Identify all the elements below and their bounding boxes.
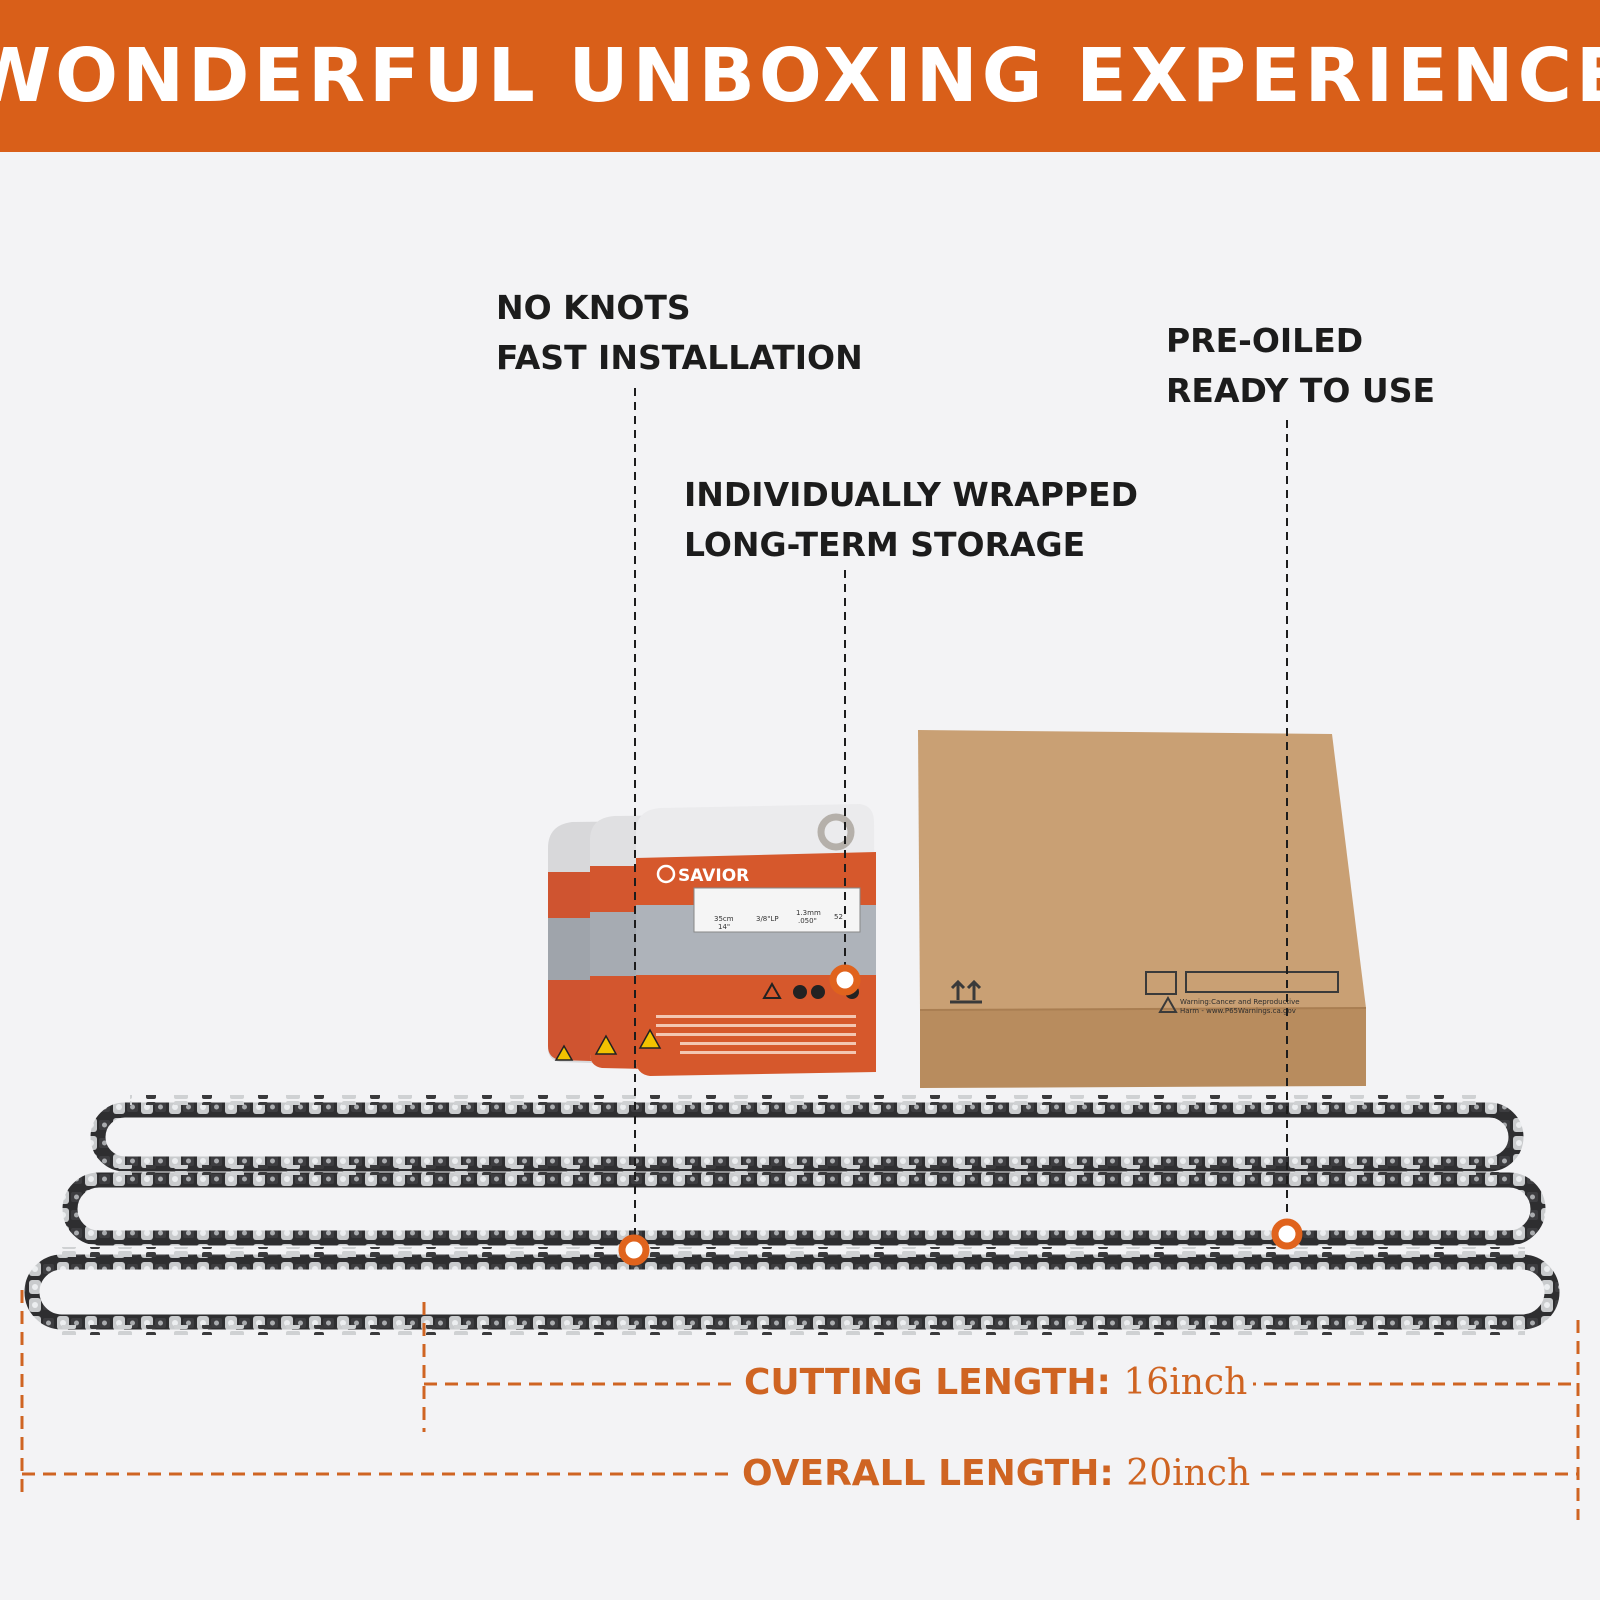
overall-length-caption: OVERALL LENGTH: xyxy=(742,1453,1114,1494)
overall-length-value: 20inch xyxy=(1126,1453,1251,1494)
box-label: Warning:Cancer and Reproductive Harm - w… xyxy=(1145,971,1339,1015)
callout-preoiled: PRE-OILED READY TO USE xyxy=(1166,316,1435,416)
callout-wrapped: INDIVIDUALLY WRAPPED LONG-TERM STORAGE xyxy=(684,470,1138,570)
callout-preoiled-line2: READY TO USE xyxy=(1166,371,1436,410)
marker-dot-icon xyxy=(618,1234,650,1266)
callout-installation-line2: FAST INSTALLATION xyxy=(496,338,863,377)
header-banner: WONDERFUL UNBOXING EXPERIENCE xyxy=(0,0,1600,152)
box-warning-line2: Harm - www.P65Warnings.ca.gov xyxy=(1180,1007,1296,1015)
callout-preoiled-line1: PRE-OILED xyxy=(1166,321,1364,360)
spec-value-2: 3/8"LP xyxy=(756,915,779,923)
cardboard-box: Warning:Cancer and Reproductive Harm - w… xyxy=(918,730,1367,1088)
spec-value-3: 1.3mm xyxy=(796,909,821,917)
packet-warning-icon xyxy=(594,1034,618,1055)
overall-length-label: OVERALL LENGTH: 20inch xyxy=(736,1451,1257,1497)
brand-logo-icon xyxy=(656,864,676,884)
saw-chains xyxy=(24,1095,1560,1335)
callout-wrapped-line2: LONG-TERM STORAGE xyxy=(684,525,1086,564)
callout-installation-line1: NO KNOTS xyxy=(496,288,691,327)
cutting-length-label: CUTTING LENGTH: 16inch xyxy=(738,1360,1254,1406)
chain-packets: SAVIOR 35cm 14" 3/8"LP 1.3mm .050" 52 xyxy=(548,804,876,1076)
cutting-length-caption: CUTTING LENGTH: xyxy=(744,1362,1111,1403)
recycle-icon xyxy=(1145,971,1177,995)
saw-chain xyxy=(24,1247,1560,1335)
warning-icon xyxy=(1158,995,1178,1013)
packet-brand: SAVIOR xyxy=(678,866,749,886)
leader-lines xyxy=(634,388,1288,1244)
marker-dots xyxy=(618,964,1303,1266)
packet-text-lines xyxy=(656,1015,856,1054)
spec-value-4: .050" xyxy=(798,917,817,925)
packet-warning-icon xyxy=(554,1044,574,1061)
packet-warning-icon xyxy=(638,1028,662,1049)
spec-value-5: 52 xyxy=(834,913,843,921)
callout-installation: NO KNOTS FAST INSTALLATION xyxy=(496,283,863,383)
page-title: WONDERFUL UNBOXING EXPERIENCE xyxy=(0,33,1600,119)
saw-chain xyxy=(90,1095,1524,1172)
marker-dot-icon xyxy=(1271,1218,1303,1250)
this-side-up-icon xyxy=(950,979,982,1004)
spec-value-1: 14" xyxy=(718,923,730,931)
saw-chain xyxy=(62,1165,1546,1246)
packet-front: SAVIOR 35cm 14" 3/8"LP 1.3mm .050" 52 xyxy=(636,804,876,1076)
packet-hang-hole xyxy=(817,813,855,851)
callout-wrapped-line1: INDIVIDUALLY WRAPPED xyxy=(684,475,1139,514)
marker-dot-icon xyxy=(829,964,861,996)
box-warning-line1: Warning:Cancer and Reproductive xyxy=(1180,998,1300,1006)
cutting-length-value: 16inch xyxy=(1123,1362,1248,1403)
spec-value-0: 35cm xyxy=(714,915,734,923)
